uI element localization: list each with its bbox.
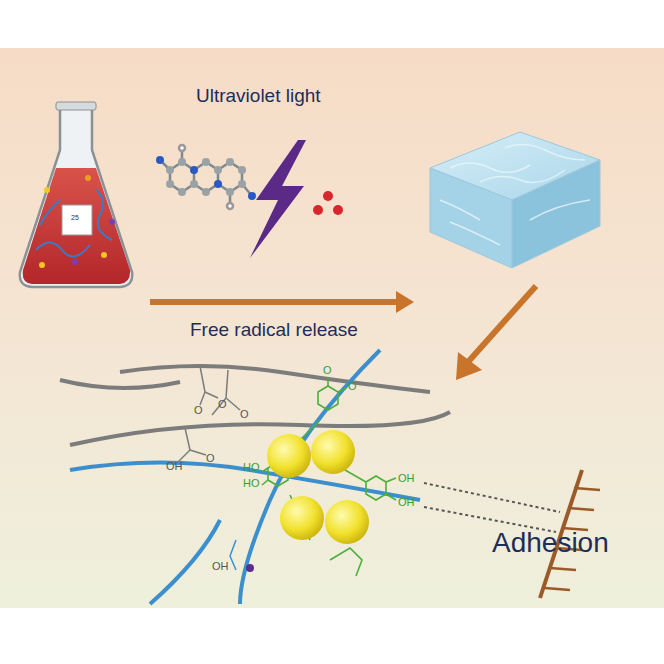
process-label: Free radical release — [190, 320, 358, 341]
atom-label: OH — [398, 472, 415, 484]
atom-label: OH — [398, 496, 415, 508]
atom-label: O — [218, 398, 227, 410]
arrow-head — [396, 291, 414, 313]
background — [0, 48, 664, 608]
crosslink-point — [246, 564, 254, 572]
arrow-head — [456, 352, 482, 380]
process-arrow — [150, 299, 398, 305]
atom-label: OH — [212, 560, 229, 572]
hydrogel-block — [430, 132, 600, 268]
flask-mark: 25 — [71, 214, 79, 222]
atom-label: O — [323, 364, 332, 376]
atom-label: O — [348, 380, 357, 392]
side-group — [178, 366, 240, 462]
atom-label: O — [206, 452, 215, 464]
uv-lightning — [250, 140, 306, 258]
result-label: Adhesion — [492, 528, 609, 559]
atom-label: OH — [166, 460, 183, 472]
process-arrow — [468, 286, 536, 362]
atom-label: O — [240, 408, 249, 420]
photoinitiator-molecule — [156, 145, 256, 209]
polymer-chain — [60, 366, 450, 445]
nanoparticle — [267, 430, 369, 544]
heading-label: Ultraviolet light — [196, 86, 321, 107]
hydrogen-bond — [424, 483, 560, 532]
radicals — [313, 191, 343, 215]
polymer-chain — [70, 350, 420, 604]
atom-label: HO — [243, 461, 260, 473]
side-group — [230, 540, 236, 570]
atom-label: HO — [243, 477, 260, 489]
flask — [20, 102, 133, 287]
catechol-group — [262, 378, 396, 576]
atom-label: O — [194, 404, 203, 416]
